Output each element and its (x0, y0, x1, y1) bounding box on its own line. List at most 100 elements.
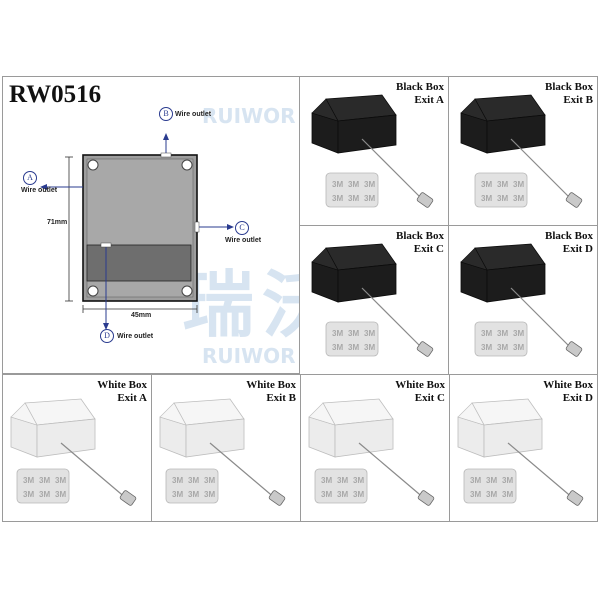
wire-end-clip (566, 490, 584, 506)
pad-mark: 3M (332, 329, 343, 338)
adhesive-pad (165, 468, 219, 504)
wire-cable (510, 287, 574, 351)
box-front-face (337, 114, 397, 154)
box-front-face (337, 263, 397, 303)
pad-mark: 3M (497, 194, 508, 203)
pad-mark: 3M (204, 476, 215, 485)
pad-mark: 3M (188, 490, 199, 499)
box-front-face (185, 418, 245, 458)
adhesive-pad (325, 321, 379, 357)
outlet-d-label: Wire outlet (117, 333, 154, 340)
pad-mark: 3M (497, 180, 508, 189)
pad-mark: 3M (481, 194, 492, 203)
pad-mark: 3M (364, 343, 375, 352)
pad-mark: 3M (337, 490, 348, 499)
pad-mark: 3M (513, 343, 524, 352)
wire-cable (60, 442, 128, 500)
pad-mark: 3M (513, 194, 524, 203)
pad-mark: 3M (348, 194, 359, 203)
pad-mark: 3M (481, 329, 492, 338)
product-label-line2: Exit A (117, 392, 147, 404)
model-number: RW0516 (9, 81, 102, 108)
pad-mark: 3M (497, 343, 508, 352)
product-label-line1: White Box (395, 379, 445, 391)
outlet-d-marker: D (100, 329, 114, 343)
pad-mark: 3M (332, 194, 343, 203)
product-label-line2: Exit D (562, 243, 593, 255)
box-drawing (40, 133, 234, 330)
pad-mark: 3M (513, 329, 524, 338)
box-edge (460, 98, 488, 122)
adhesive-pad (474, 172, 528, 208)
wire-cable (507, 442, 575, 500)
pad-mark: 3M (39, 490, 50, 499)
pad-mark: 3M (364, 329, 375, 338)
outlet-c-marker: C (235, 221, 249, 235)
adhesive-pad (314, 468, 368, 504)
pad-mark: 3M (353, 476, 364, 485)
wire-cable (358, 442, 426, 500)
wire-end-clip (119, 490, 137, 506)
product-label-line1: Black Box (396, 81, 444, 93)
product-label-line1: White Box (543, 379, 593, 391)
product-label-line1: White Box (97, 379, 147, 391)
outlet-b-label: Wire outlet (175, 111, 212, 118)
adhesive-pad (325, 172, 379, 208)
pad-mark: 3M (364, 180, 375, 189)
product-label-line2: Exit C (413, 243, 444, 255)
product-label-line1: Black Box (396, 230, 444, 242)
pad-mark: 3M (470, 476, 481, 485)
wire-cable (361, 138, 425, 202)
pad-mark: 3M (55, 476, 66, 485)
pad-mark: 3M (23, 476, 34, 485)
pad-mark: 3M (486, 476, 497, 485)
box-front-face (486, 114, 546, 154)
product-label-line1: White Box (246, 379, 296, 391)
pad-mark: 3M (204, 490, 215, 499)
outlet-a-marker: A (23, 171, 37, 185)
wire-cable (510, 138, 574, 202)
adhesive-pad (16, 468, 70, 504)
wire-end-clip (565, 192, 583, 208)
box-edge (311, 247, 339, 271)
wire-end-clip (565, 341, 583, 357)
pad-mark: 3M (502, 490, 513, 499)
box-edge (457, 402, 485, 426)
pad-mark: 3M (470, 490, 481, 499)
product-label-line2: Exit B (266, 392, 296, 404)
pad-mark: 3M (348, 180, 359, 189)
product-label-line2: Exit C (414, 392, 445, 404)
outlet-a-label: Wire outlet (21, 187, 58, 194)
wire-end-clip (416, 341, 434, 357)
wire-end-clip (417, 490, 435, 506)
box-front-face (483, 418, 543, 458)
box-edge (159, 402, 187, 426)
box-front-face (486, 263, 546, 303)
box-front-face (36, 418, 96, 458)
pad-mark: 3M (188, 476, 199, 485)
box-front-face (334, 418, 394, 458)
box-edge (10, 402, 38, 426)
box-edge (460, 247, 488, 271)
outlet-c-label: Wire outlet (225, 237, 262, 244)
product-sheet: 瑞沃科技 RUIWOR TECHNOLOGY RUIWOR TECHNOLOGY… (2, 76, 598, 522)
wire-cable (361, 287, 425, 351)
